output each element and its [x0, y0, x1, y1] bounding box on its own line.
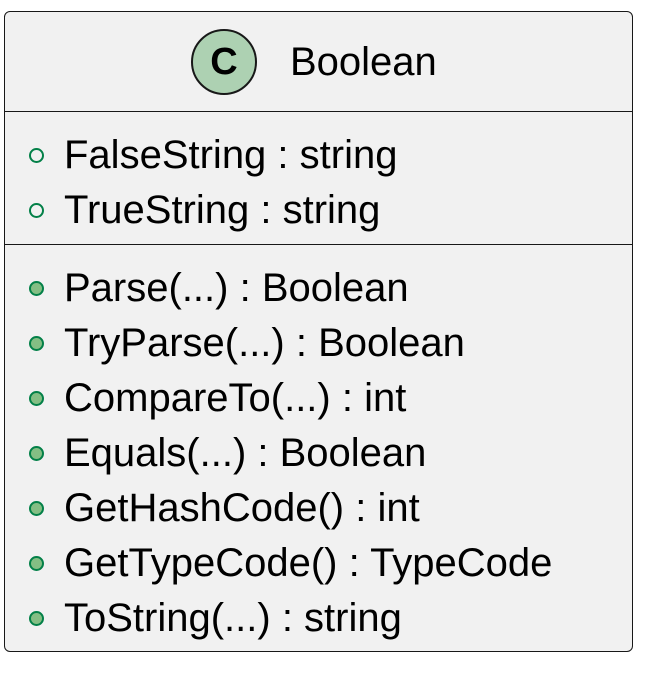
public-field-icon	[29, 202, 44, 218]
fields-divider	[5, 111, 632, 112]
field-label: TrueString : string	[64, 188, 381, 232]
method-label: Parse(...) : Boolean	[64, 266, 409, 310]
field-label: FalseString : string	[64, 133, 398, 177]
method-item: ToString(...) : string	[29, 593, 402, 643]
public-method-icon	[29, 335, 44, 351]
method-label: TryParse(...) : Boolean	[64, 321, 465, 365]
public-method-icon	[29, 390, 44, 406]
public-method-icon	[29, 500, 44, 516]
method-label: CompareTo(...) : int	[64, 376, 407, 420]
class-stereotype-icon: C	[191, 29, 257, 95]
method-item: Parse(...) : Boolean	[29, 263, 409, 313]
method-label: ToString(...) : string	[64, 596, 402, 640]
public-field-icon	[29, 147, 44, 163]
method-label: GetHashCode() : int	[64, 486, 420, 530]
class-box-boolean: C Boolean FalseString : string TrueStrin…	[4, 11, 633, 652]
field-item: FalseString : string	[29, 130, 397, 180]
class-header: C Boolean	[5, 12, 632, 111]
method-item: Equals(...) : Boolean	[29, 428, 426, 478]
class-name: Boolean	[290, 40, 437, 84]
method-item: GetHashCode() : int	[29, 483, 420, 533]
method-label: GetTypeCode() : TypeCode	[64, 541, 553, 585]
public-method-icon	[29, 445, 44, 461]
method-label: Equals(...) : Boolean	[64, 431, 427, 475]
public-method-icon	[29, 555, 44, 571]
method-item: GetTypeCode() : TypeCode	[29, 538, 552, 588]
public-method-icon	[29, 610, 44, 626]
methods-divider	[5, 244, 632, 245]
public-method-icon	[29, 280, 44, 296]
method-item: CompareTo(...) : int	[29, 373, 406, 423]
method-item: TryParse(...) : Boolean	[29, 318, 465, 368]
field-item: TrueString : string	[29, 185, 380, 235]
